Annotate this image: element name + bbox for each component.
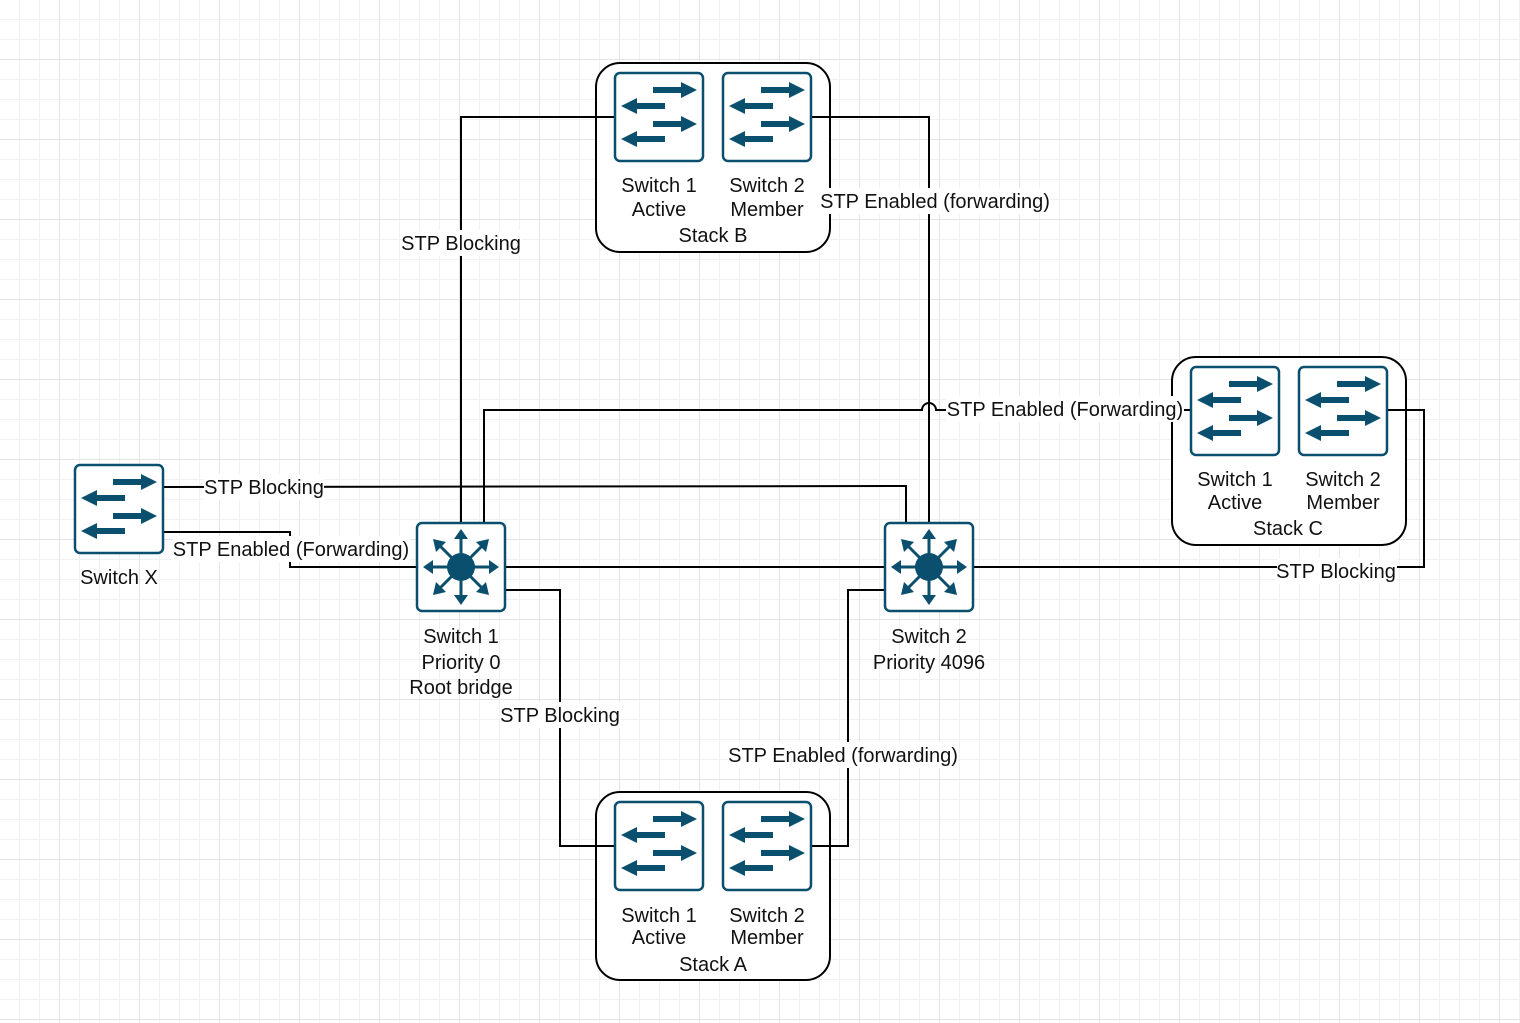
link-label-core1-stack-b: STP Blocking — [401, 233, 521, 255]
stack-b-switch1-role: Active — [632, 199, 686, 221]
stack-c-switch1-role: Active — [1208, 492, 1262, 514]
link-label-core2-stack-a: STP Enabled (forwarding) — [728, 745, 958, 767]
stack-a-switch1-role: Active — [632, 927, 686, 949]
stack-c-switch2-role: Member — [1306, 492, 1380, 514]
stack-c-switch1-icon[interactable] — [1189, 365, 1281, 457]
stack-b-switch2-role: Member — [730, 199, 804, 221]
link-x-core2[interactable] — [162, 484, 907, 523]
link-label-x-core1: STP Enabled (Forwarding) — [173, 539, 409, 561]
link-core1-stack-b[interactable] — [460, 116, 614, 523]
stack-c-switch2-name: Switch 2 — [1305, 469, 1381, 491]
stack-a-switch2-role: Member — [730, 927, 804, 949]
stack-b-switch1-name: Switch 1 — [621, 175, 697, 197]
stack-b-name: Stack B — [679, 225, 748, 247]
stack-a-switch1-name: Switch 1 — [621, 905, 697, 927]
stack-a-switch1-icon[interactable] — [613, 800, 705, 892]
stack-a-switch2-name: Switch 2 — [729, 905, 805, 927]
link-label-core2-stack-b: STP Enabled (forwarding) — [820, 191, 1050, 213]
stack-c-name: Stack C — [1253, 518, 1323, 540]
stack-a-name: Stack A — [679, 954, 747, 976]
core-switch-1-name: Switch 1 — [423, 626, 499, 648]
stack-c-switch1-name: Switch 1 — [1197, 469, 1273, 491]
core-switch-2-icon[interactable] — [883, 521, 975, 613]
stack-c-switch2-icon[interactable] — [1297, 365, 1389, 457]
link-label-core1-stack-a: STP Blocking — [500, 705, 620, 727]
core-switch-1-role: Root bridge — [409, 677, 512, 699]
link-core2-stack-c[interactable] — [973, 409, 1425, 568]
stack-b-switch2-icon[interactable] — [721, 71, 813, 163]
core-switch-1-icon[interactable] — [415, 521, 507, 613]
core-switch-1-priority: Priority 0 — [422, 652, 501, 674]
stack-b-switch2-name: Switch 2 — [729, 175, 805, 197]
switch-x-name: Switch X — [80, 567, 158, 589]
core-switch-2-priority: Priority 4096 — [873, 652, 985, 674]
stack-a-switch2-icon[interactable] — [721, 800, 813, 892]
stack-b-switch1-icon[interactable] — [613, 71, 705, 163]
link-core2-stack-b[interactable] — [812, 116, 930, 523]
link-core1-stack-c[interactable] — [483, 402, 1190, 523]
link-label-core1-stack-c: STP Enabled (Forwarding) — [947, 399, 1183, 421]
link-label-core2-stack-c: STP Blocking — [1276, 561, 1396, 583]
switch-x-icon[interactable] — [73, 463, 165, 555]
link-label-x-core2: STP Blocking — [204, 477, 324, 499]
link-core2-stack-a[interactable] — [812, 589, 885, 847]
core-switch-2-name: Switch 2 — [891, 626, 967, 648]
